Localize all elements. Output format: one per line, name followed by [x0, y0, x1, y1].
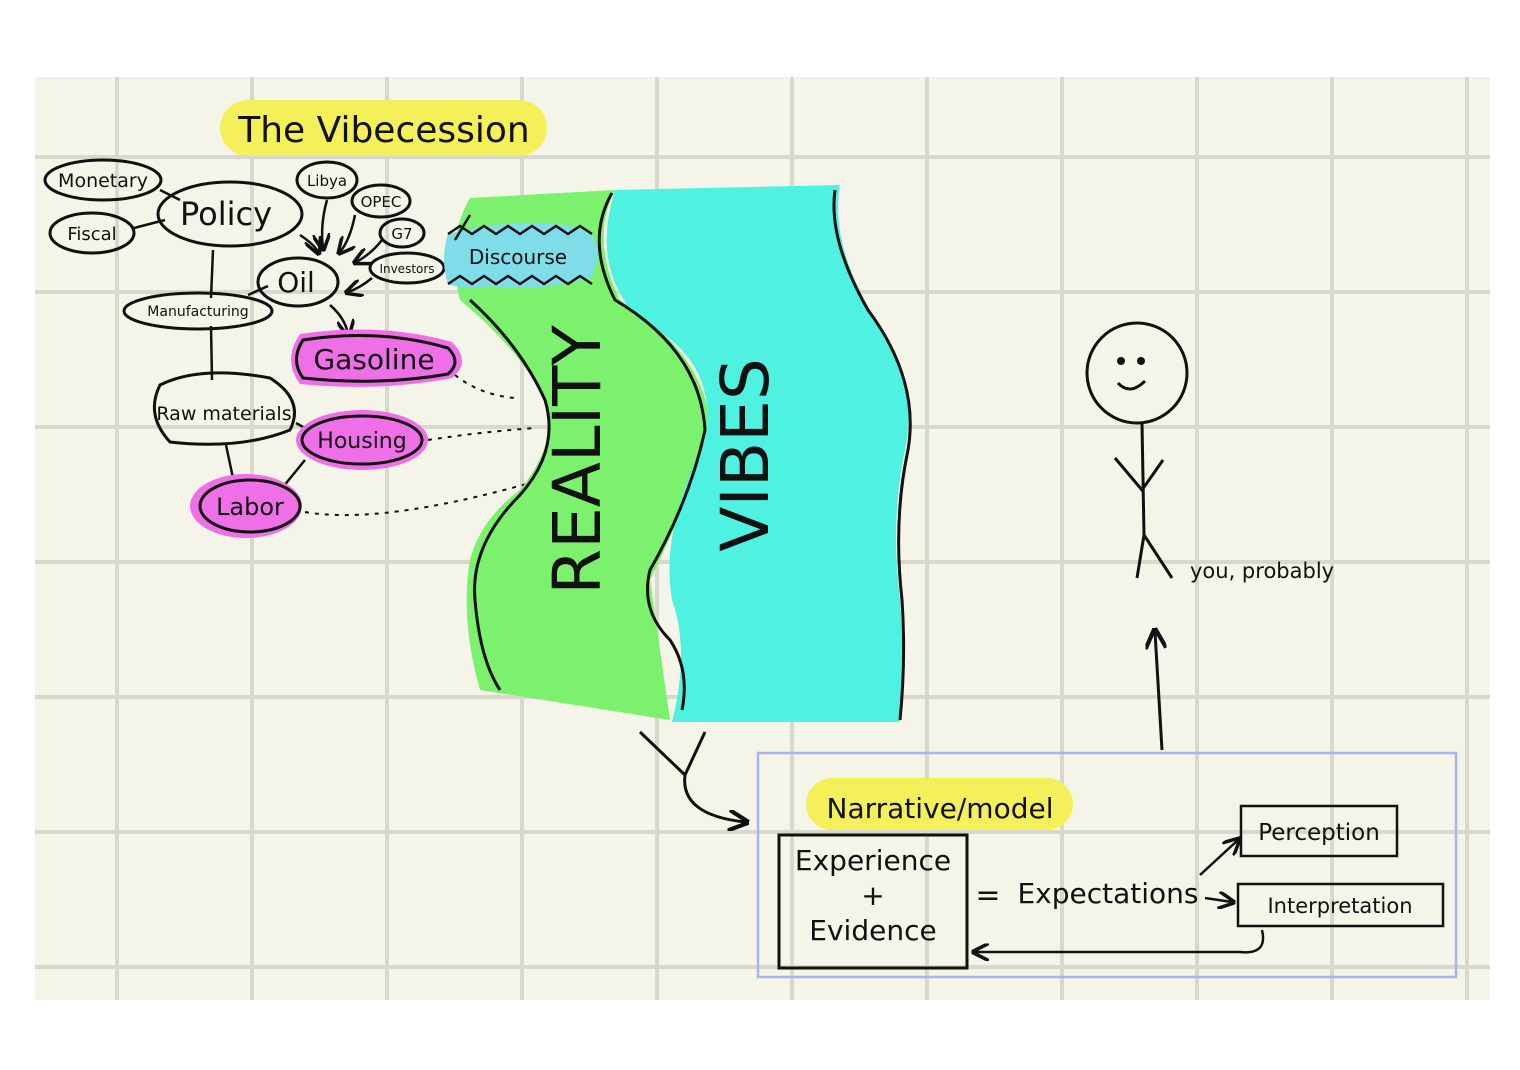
plus-sign: + [861, 879, 884, 912]
node-policy-label: Policy [180, 195, 272, 233]
node-opec: OPEC [350, 183, 412, 219]
expectation-arrows [975, 840, 1265, 952]
experience-label: Experience [795, 844, 951, 877]
narrative-heading: Narrative/model [827, 792, 1054, 825]
node-gasoline: Gasoline [291, 329, 462, 387]
node-investors-label: Investors [379, 262, 434, 276]
perception-box [1239, 804, 1399, 858]
narrative-model-box [756, 751, 1458, 979]
node-libya: Libya [295, 160, 359, 200]
node-policy: Policy [156, 180, 304, 248]
reality-label: REALITY [539, 325, 616, 595]
node-discourse-label: Discourse [469, 245, 567, 269]
node-manufacturing-label: Manufacturing [147, 304, 248, 320]
node-monetary: Monetary [43, 158, 163, 202]
expectations-label: Expectations [1017, 877, 1198, 910]
node-oil-label: Oil [277, 266, 315, 299]
narrative-heading-highlight [806, 778, 1073, 830]
node-oil: Oil [256, 256, 340, 308]
node-raw-materials: Raw materials [152, 371, 296, 446]
node-housing-label: Housing [317, 429, 406, 454]
node-fiscal: Fiscal [48, 211, 136, 255]
node-discourse: Discourse [444, 214, 598, 288]
interpretation-label: Interpretation [1267, 894, 1412, 918]
node-libya-label: Libya [307, 172, 347, 190]
vibes-label: VIBES [707, 358, 784, 552]
band-boundaries [468, 189, 912, 721]
title-highlight [220, 100, 547, 156]
perception-label: Perception [1258, 820, 1380, 846]
node-g7-label: G7 [391, 225, 412, 243]
node-monetary-label: Monetary [58, 170, 148, 192]
diagram-title: The Vibecession [237, 110, 530, 151]
figure-caption: you, probably [1190, 559, 1334, 583]
node-g7: G7 [378, 217, 426, 249]
equals-sign: = [975, 878, 1000, 913]
node-housing: Housing [296, 410, 428, 470]
up-arrow [1155, 632, 1162, 751]
interpretation-box [1236, 882, 1445, 928]
node-labor: Labor [190, 474, 302, 538]
evidence-label: Evidence [809, 914, 936, 947]
node-gasoline-label: Gasoline [313, 343, 434, 376]
figure-head [1085, 321, 1189, 425]
node-fiscal-label: Fiscal [67, 224, 116, 245]
experience-evidence-box [777, 833, 969, 970]
node-opec-label: OPEC [361, 193, 402, 211]
vibes-band [606, 185, 909, 722]
dotted-links [304, 374, 536, 517]
node-manufacturing: Manufacturing [122, 291, 274, 331]
node-labor-label: Labor [216, 493, 284, 521]
stick-figure [1085, 321, 1189, 579]
node-raw-materials-label: Raw materials [156, 403, 291, 425]
node-investors: Investors [368, 251, 446, 285]
merge-arrow [638, 730, 745, 822]
